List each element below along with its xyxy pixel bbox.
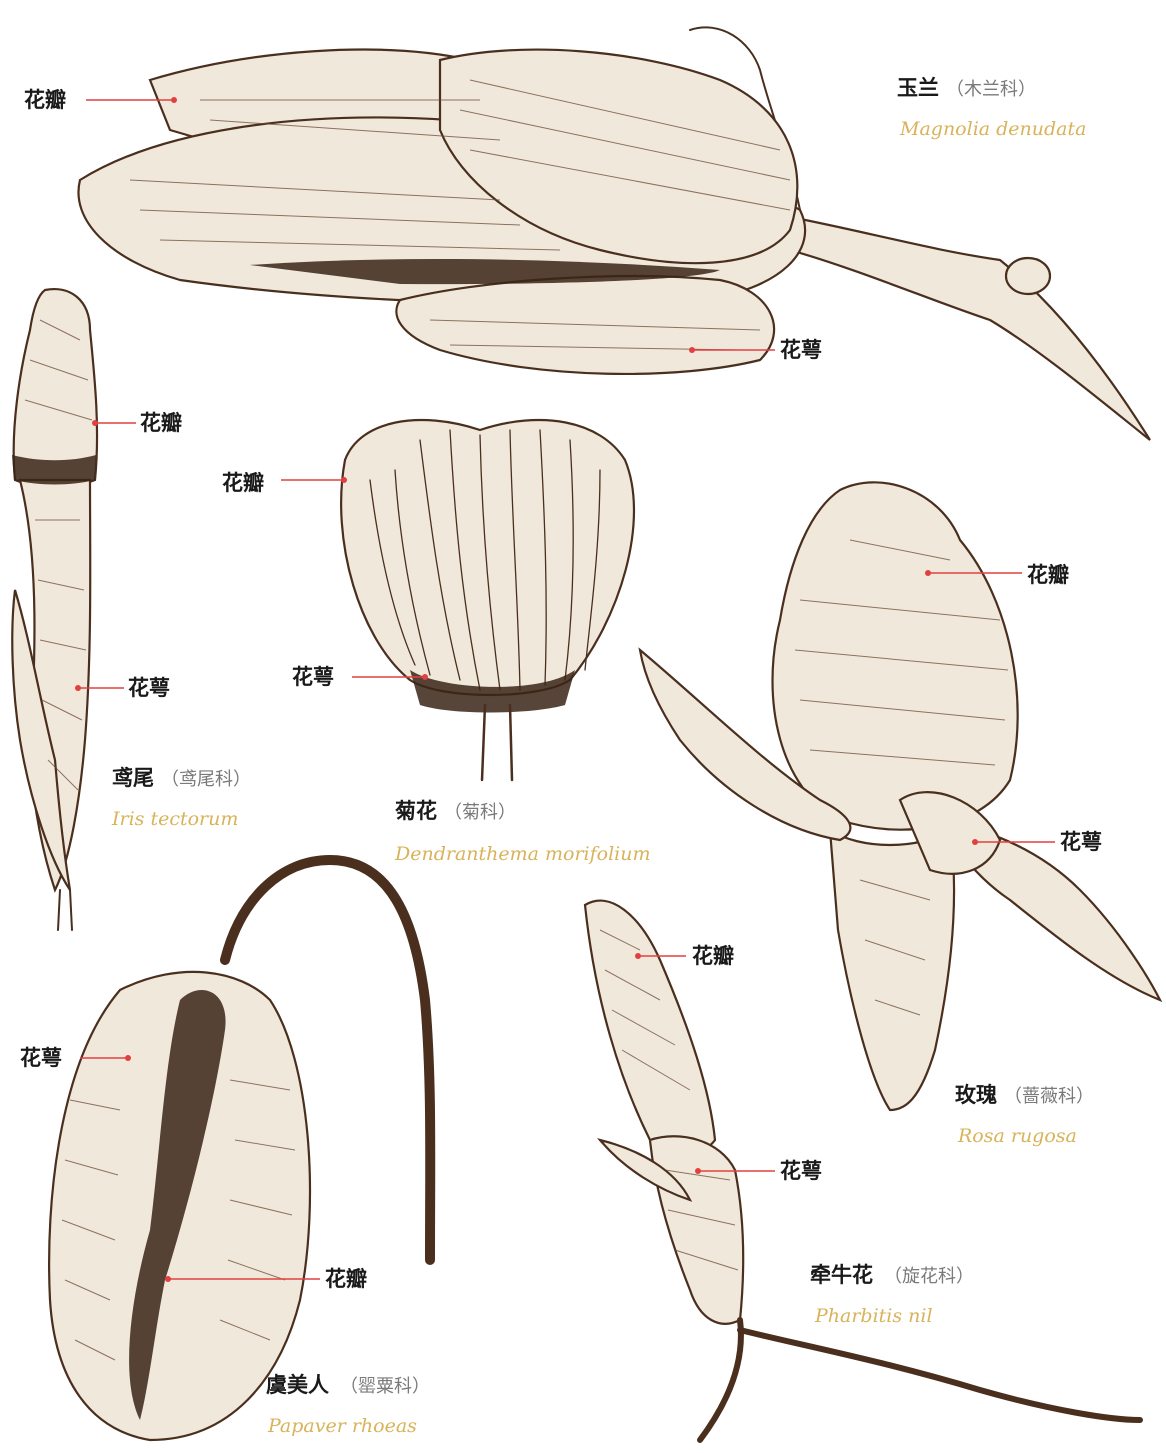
chrysanthemum-petal-label: 花瓣	[222, 471, 264, 495]
caption-magnolia: 玉兰 （木兰科） Magnolia denudata	[897, 76, 1086, 140]
caption-rose: 玫瑰 （蔷薇科） Rosa rugosa	[955, 1083, 1094, 1147]
rose-drawing	[640, 482, 1160, 1110]
caption-poppy: 虞美人 （罂粟科） Papaver rhoeas	[266, 1373, 430, 1437]
rose-petal-label: 花瓣	[1027, 563, 1069, 587]
caption-iris: 鸢尾 （鸢尾科） Iris tectorum	[111, 766, 251, 830]
chrysanthemum-drawing	[341, 420, 634, 780]
rose-family: （蔷薇科）	[1004, 1086, 1094, 1107]
morning-glory-sepal-label: 花萼	[780, 1159, 822, 1183]
chrysanthemum-latin: Dendranthema morifolium	[394, 843, 651, 865]
magnolia-petal-label: 花瓣	[24, 88, 66, 112]
magnolia-sepal-label: 花萼	[780, 338, 822, 362]
chrysanthemum-family: （菊科）	[444, 802, 516, 823]
poppy-drawing	[49, 860, 430, 1440]
callout-chrysanthemum-petal: 花瓣	[222, 471, 347, 495]
iris-drawing	[12, 289, 97, 930]
iris-latin: Iris tectorum	[111, 808, 238, 830]
rose-name: 玫瑰	[955, 1083, 997, 1107]
poppy-family: （罂粟科）	[340, 1376, 430, 1397]
morning-glory-name: 牵牛花	[810, 1263, 873, 1287]
magnolia-family: （木兰科）	[946, 79, 1036, 100]
iris-sepal-label: 花萼	[128, 676, 170, 700]
poppy-latin: Papaver rhoeas	[267, 1415, 417, 1437]
magnolia-name: 玉兰	[897, 76, 939, 100]
morning-glory-latin: Pharbitis nil	[814, 1305, 933, 1327]
poppy-name: 虞美人	[266, 1373, 329, 1397]
rose-latin: Rosa rugosa	[957, 1125, 1077, 1147]
caption-morning-glory: 牵牛花 （旋花科） Pharbitis nil	[810, 1263, 974, 1327]
morning-glory-family: （旋花科）	[884, 1266, 974, 1287]
iris-family: （鸢尾科）	[161, 769, 251, 790]
poppy-petal-label: 花瓣	[325, 1267, 367, 1291]
morning-glory-petal-label: 花瓣	[692, 944, 734, 968]
callout-iris-petal: 花瓣	[92, 411, 182, 435]
iris-petal-label: 花瓣	[140, 411, 182, 435]
chrysanthemum-name: 菊花	[395, 799, 437, 823]
chrysanthemum-sepal-label: 花萼	[292, 665, 334, 689]
poppy-sepal-label: 花萼	[20, 1046, 62, 1070]
iris-name: 鸢尾	[112, 766, 154, 790]
caption-chrysanthemum: 菊花 （菊科） Dendranthema morifolium	[394, 799, 651, 865]
rose-sepal-label: 花萼	[1060, 830, 1102, 854]
magnolia-latin: Magnolia denudata	[899, 118, 1086, 140]
